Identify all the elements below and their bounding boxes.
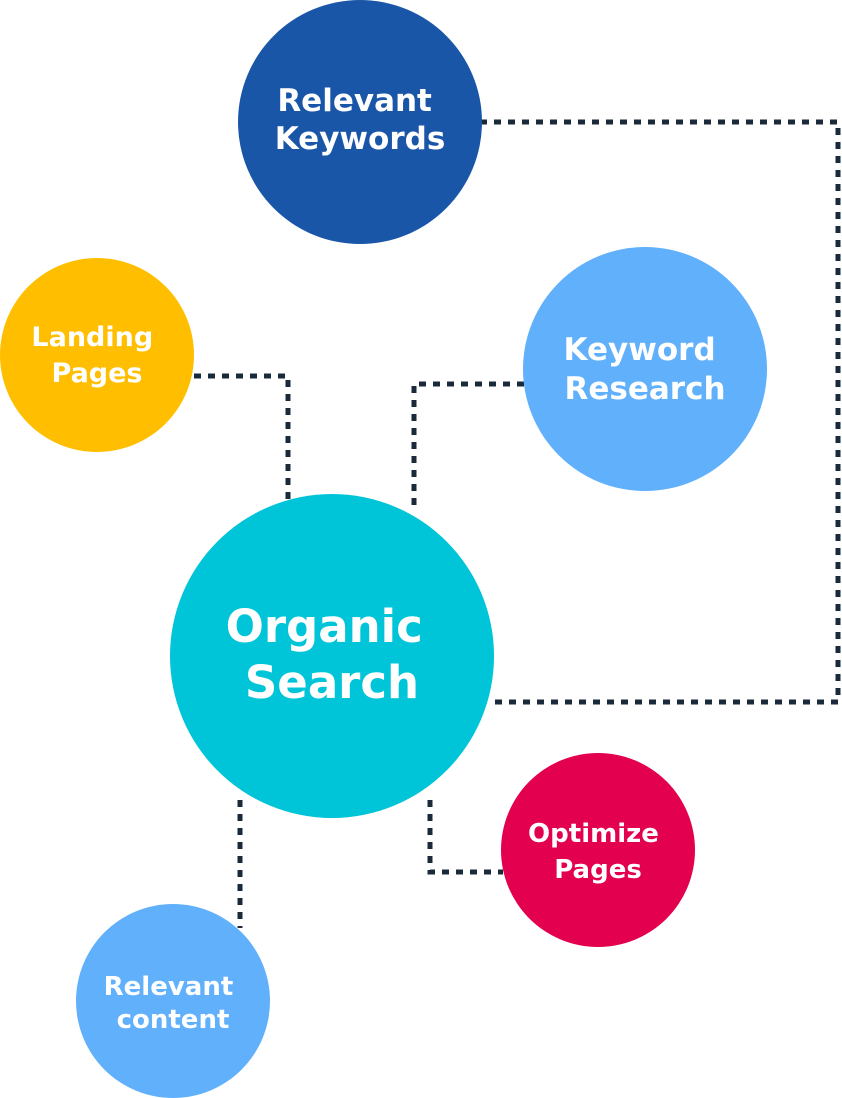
node-circle-organic-search	[170, 494, 494, 818]
node-relevant-content: Relevant content	[76, 904, 270, 1098]
node-label-landing-pages: Landing Pages	[31, 322, 162, 389]
node-relevant-keywords: Relevant Keywords	[238, 0, 482, 244]
connector-landing-pages	[194, 373, 291, 500]
node-label-organic-search: Organic Search	[226, 600, 439, 709]
connectors	[194, 119, 841, 928]
node-label-relevant-keywords: Relevant Keywords	[275, 83, 446, 157]
node-keyword-research: Keyword Research	[523, 247, 767, 491]
node-circle-relevant-content	[76, 904, 270, 1098]
node-circle-keyword-research	[523, 247, 767, 491]
node-circle-relevant-keywords	[238, 0, 482, 244]
connector-relevant-keywords	[480, 119, 841, 705]
node-optimize-pages: Optimize Pages	[501, 753, 695, 947]
node-landing-pages: Landing Pages	[0, 258, 194, 452]
connector-optimize-pages	[427, 800, 503, 875]
node-circle-landing-pages	[0, 258, 194, 452]
node-label-relevant-content: Relevant content	[104, 972, 243, 1035]
node-organic-search: Organic Search	[170, 494, 494, 818]
node-circle-optimize-pages	[501, 753, 695, 947]
connector-keyword-research	[411, 381, 524, 510]
node-label-optimize-pages: Optimize Pages	[528, 819, 668, 885]
node-label-keyword-research: Keyword Research	[564, 332, 727, 407]
